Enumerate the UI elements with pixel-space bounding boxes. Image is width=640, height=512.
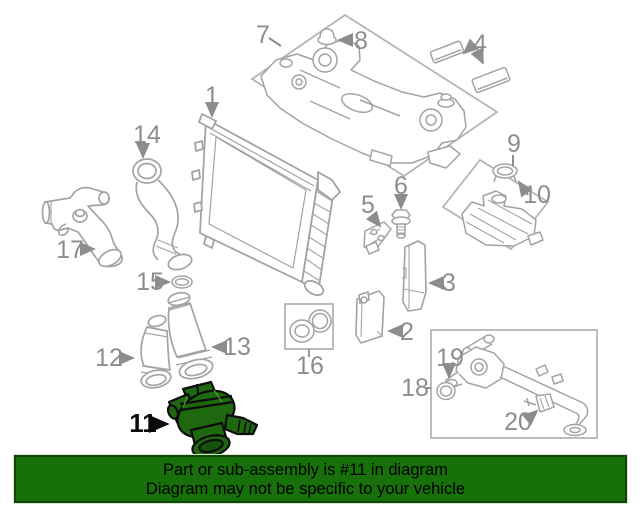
callout-10: 10 bbox=[523, 181, 551, 209]
pipe-14-illustration bbox=[132, 158, 193, 271]
callout-12: 12 bbox=[95, 344, 123, 372]
callout-3: 3 bbox=[442, 269, 456, 297]
bracket-illustration bbox=[363, 221, 392, 255]
pad-illustrations bbox=[429, 40, 511, 94]
seal-kit-illustration bbox=[289, 309, 332, 343]
baffle-illustration bbox=[355, 290, 385, 344]
callout-15: 15 bbox=[136, 268, 164, 296]
support-bracket-illustration bbox=[260, 38, 467, 169]
callout-17: 17 bbox=[56, 236, 84, 264]
o-ring-19-illustration bbox=[436, 381, 456, 401]
callout-arrows bbox=[80, 33, 539, 426]
highlighted-part-11 bbox=[166, 380, 259, 458]
hose-17-illustration bbox=[41, 186, 123, 268]
callout-20: 20 bbox=[504, 408, 532, 436]
callout-4: 4 bbox=[473, 30, 487, 58]
hose-12-illustration bbox=[140, 314, 172, 389]
sensor-20-illustration bbox=[523, 393, 555, 413]
callout-19: 19 bbox=[436, 344, 464, 372]
hose-13-illustration bbox=[167, 291, 214, 380]
callout-8: 8 bbox=[354, 27, 368, 55]
expansion-tank-illustration bbox=[461, 163, 544, 247]
info-banner: Part or sub-assembly is #11 in diagram D… bbox=[13, 454, 628, 504]
callout-2: 2 bbox=[400, 318, 414, 346]
callout-9: 9 bbox=[507, 130, 521, 158]
banner-line-1: Part or sub-assembly is #11 in diagram bbox=[163, 460, 448, 479]
callout-5: 5 bbox=[361, 191, 375, 219]
callout-1: 1 bbox=[205, 82, 219, 110]
o-ring-15-illustration bbox=[171, 275, 193, 289]
callout-13: 13 bbox=[223, 333, 251, 361]
callout-11-highlighted: 11 bbox=[129, 408, 157, 438]
pipe-assembly-illustration bbox=[445, 334, 589, 437]
callout-6: 6 bbox=[394, 172, 408, 200]
callout-7: 7 bbox=[256, 21, 270, 49]
bolt-illustration bbox=[391, 209, 411, 239]
banner-line-2: Diagram may not be specific to your vehi… bbox=[145, 480, 466, 498]
callout-16: 16 bbox=[296, 352, 324, 380]
callout-18: 18 bbox=[401, 374, 429, 402]
air-duct-illustration bbox=[402, 240, 427, 312]
grommet-illustration bbox=[317, 28, 337, 46]
radiator-illustration bbox=[191, 113, 341, 296]
callout-14: 14 bbox=[133, 121, 161, 149]
